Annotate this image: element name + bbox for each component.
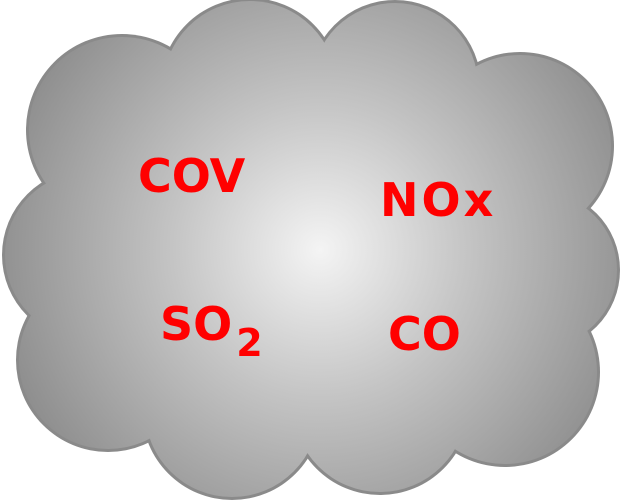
label-so2-subscript: 2 [236,321,262,365]
label-cov: COV [138,149,246,203]
label-so2-base: SO [160,297,232,351]
label-nox: NOx [380,173,496,227]
cloud-body [5,1,617,497]
label-co: CO [388,307,461,361]
